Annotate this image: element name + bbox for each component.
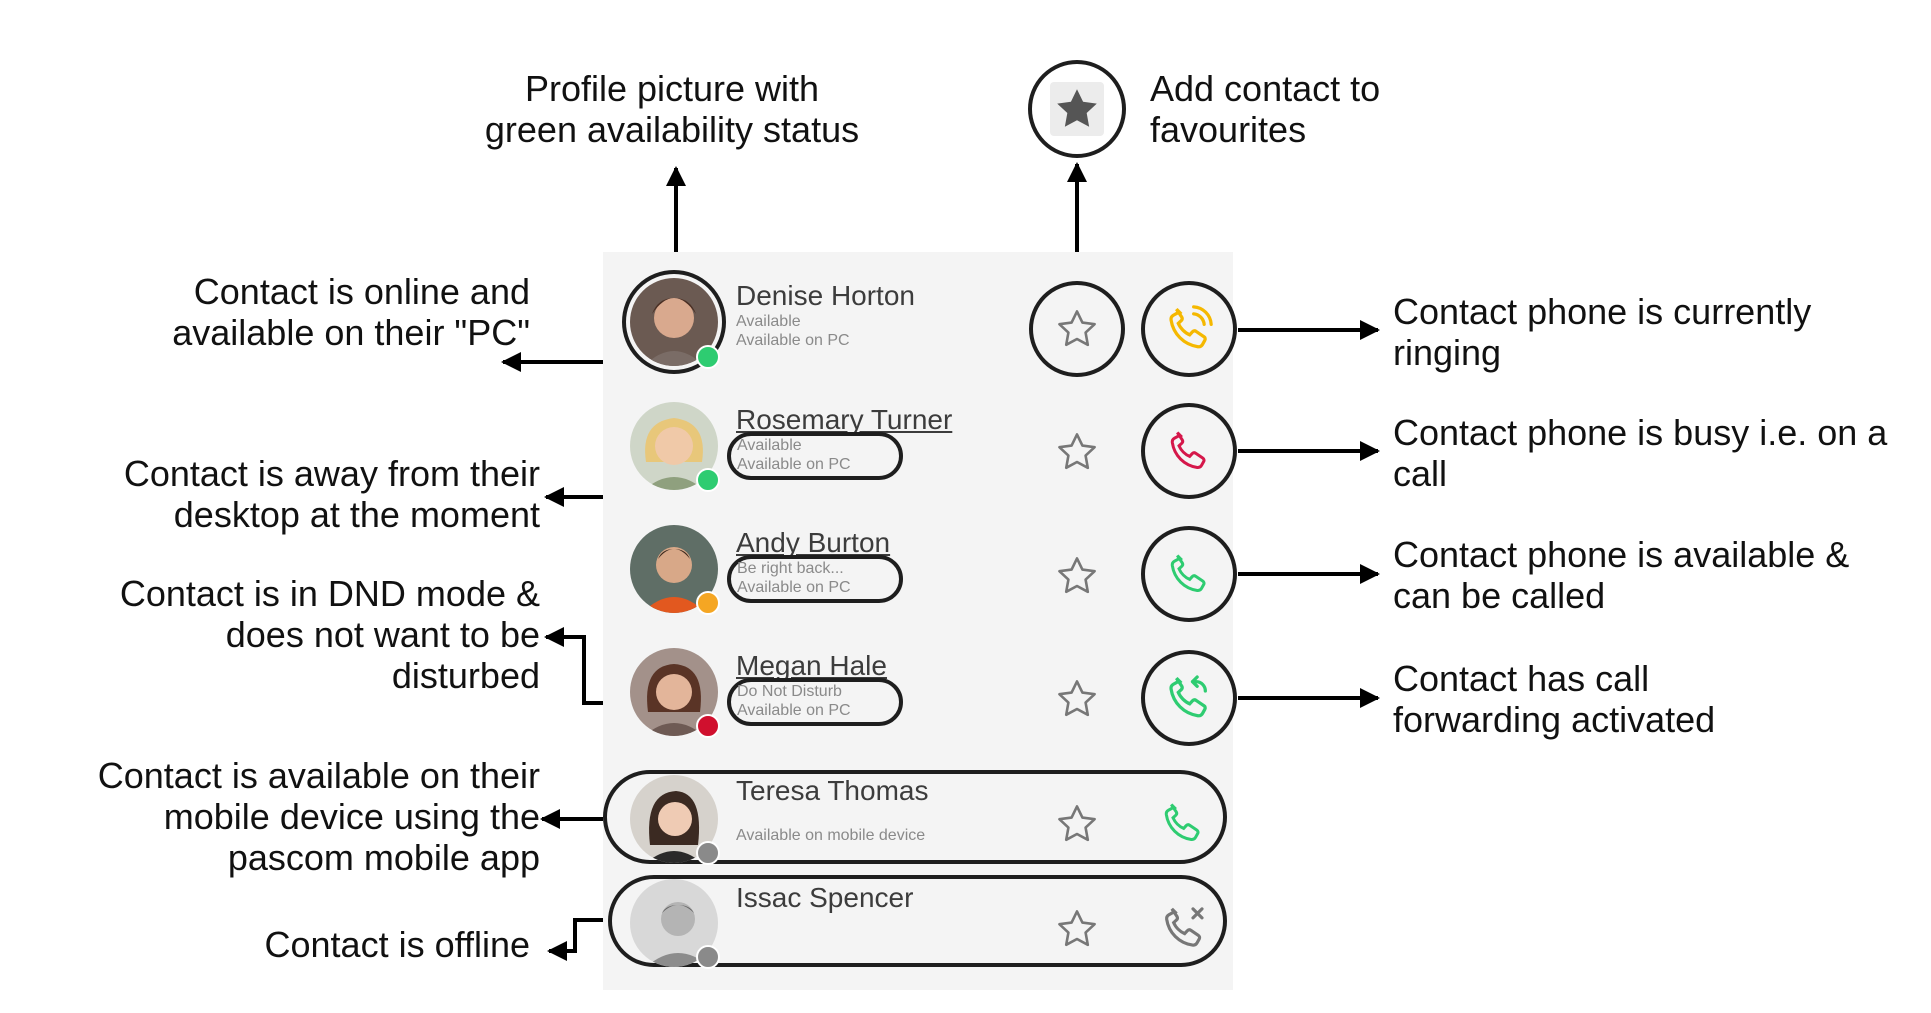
avatar [630, 402, 718, 490]
contact-name[interactable]: Issac Spencer [736, 882, 914, 913]
presence-dot [696, 841, 720, 865]
contact-device: Available on PC [737, 456, 851, 473]
contact-device: Available on mobile device [736, 827, 926, 844]
presence-dot [696, 468, 720, 492]
presence-dot [696, 945, 720, 969]
phone-icon[interactable] [1163, 425, 1215, 482]
star-filled-icon [1050, 82, 1104, 136]
contact-name[interactable]: Megan Hale [736, 650, 887, 681]
phone-ringing-icon[interactable] [1161, 301, 1217, 362]
status-highlight [727, 432, 903, 480]
contact-status: Available [736, 313, 801, 330]
profile-picture-highlight [622, 270, 726, 374]
presence-dot [696, 591, 720, 615]
phone-highlight [1141, 650, 1237, 746]
contact-status: Do Not Disturb [737, 683, 842, 700]
contact-name[interactable]: Andy Burton [736, 527, 891, 558]
mobile-row-highlight [603, 770, 1227, 864]
annotation-offline: Contact is offline [264, 924, 530, 965]
phone-offline-icon[interactable] [1157, 901, 1211, 960]
annotation-dnd: Contact is in DND mode &does not want to… [119, 573, 540, 696]
contact-status: Available [737, 437, 802, 454]
contact-device: Available on PC [737, 702, 851, 719]
contact-device: Available on PC [737, 579, 851, 596]
contact-name[interactable]: Teresa Thomas [736, 775, 929, 806]
phone-forward-icon[interactable] [1161, 670, 1217, 731]
phone-highlight [1141, 526, 1237, 622]
status-highlight [727, 678, 903, 726]
phone-icon[interactable] [1157, 797, 1209, 854]
arrow-offline [547, 918, 608, 961]
contact-device: Available on PC [736, 332, 850, 349]
annotation-phone-available: Contact phone is available &can be calle… [1393, 534, 1850, 616]
status-highlight [727, 555, 903, 603]
favourite-highlight [1029, 281, 1125, 377]
offline-row-highlight [608, 875, 1227, 967]
star-outline-icon[interactable] [1053, 552, 1101, 605]
contact-name[interactable]: Rosemary Turner [736, 404, 953, 435]
star-outline-icon[interactable] [1053, 305, 1101, 358]
contact-name[interactable]: Denise Horton [736, 280, 915, 311]
phone-icon[interactable] [1163, 548, 1215, 605]
avatar [630, 525, 718, 613]
presence-dot [696, 714, 720, 738]
phone-highlight [1141, 403, 1237, 499]
phone-highlight [1141, 281, 1237, 377]
star-outline-icon[interactable] [1053, 905, 1101, 958]
star-outline-icon[interactable] [1053, 428, 1101, 481]
star-outline-icon[interactable] [1053, 800, 1101, 853]
star-outline-icon[interactable] [1053, 675, 1101, 728]
contact-status: Be right back... [737, 560, 844, 577]
presence-dot [696, 345, 720, 369]
contact-list-panel [603, 252, 1233, 990]
favourite-callout [1028, 60, 1126, 158]
